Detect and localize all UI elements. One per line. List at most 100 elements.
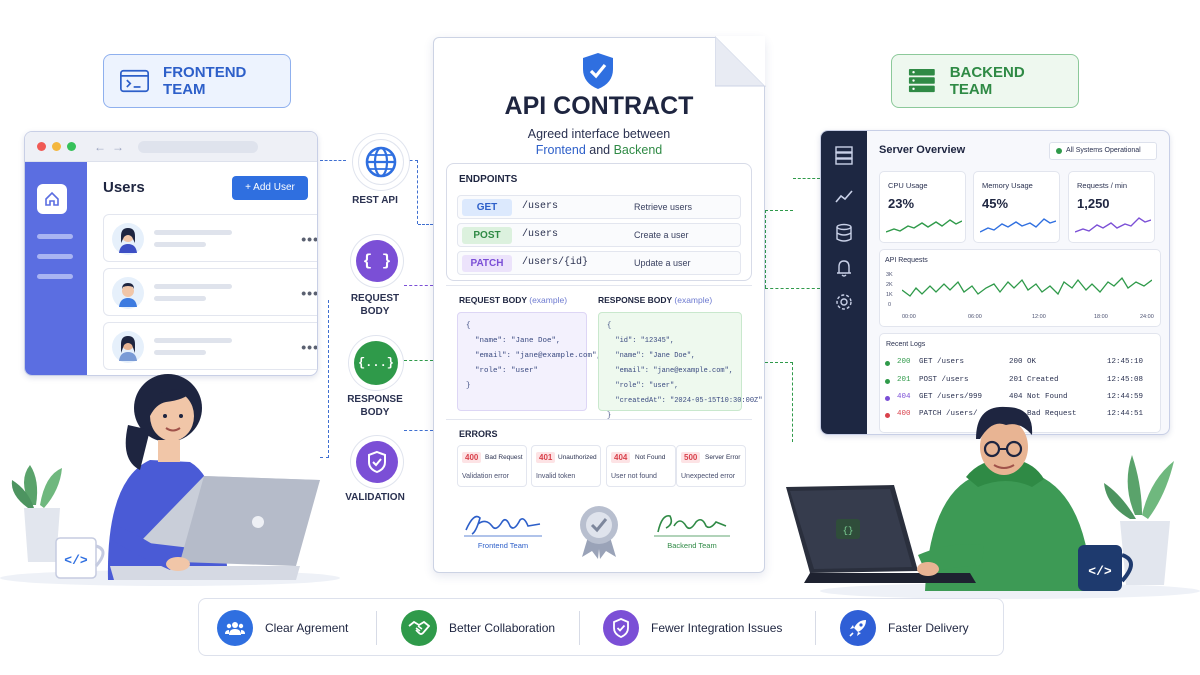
log-row[interactable]: 400 PATCH /users/ 400 Bad Request 12:44:… — [885, 410, 1165, 424]
benefit-item: Fewer Integration Issues — [603, 599, 782, 657]
text-placeholder — [154, 242, 206, 247]
rest-api-node — [358, 139, 404, 185]
back-arrow-icon[interactable]: ← — [94, 139, 106, 154]
text-placeholder — [154, 350, 206, 355]
log-code: 400 — [897, 410, 911, 418]
browser-titlebar: ← → — [25, 132, 317, 162]
response-body-code: { "id": "12345", "name": "Jane Doe", "em… — [598, 312, 762, 420]
sidebar-item[interactable] — [37, 274, 73, 279]
frontend-word: Frontend — [535, 143, 586, 157]
benefit-label: Clear Agrement — [265, 621, 349, 635]
log-row[interactable]: 200 GET /users 200 OK 12:45:10 — [885, 358, 1165, 372]
list-item[interactable]: ••• — [103, 214, 318, 262]
list-item[interactable]: ••• — [103, 268, 318, 316]
database-icon[interactable] — [834, 223, 854, 243]
home-button[interactable] — [37, 184, 67, 214]
x-tick: 24:00 — [1140, 314, 1154, 320]
backend-team-label: BACKEND TEAM — [949, 64, 1025, 98]
maximize-dot[interactable] — [67, 142, 76, 151]
more-options-icon[interactable]: ••• — [301, 285, 318, 301]
list-item[interactable]: ••• — [103, 322, 318, 370]
validation-node — [356, 441, 398, 483]
request-body-node: { } — [356, 240, 398, 282]
log-request: POST /users — [919, 376, 969, 384]
sidebar-item[interactable] — [37, 234, 73, 239]
analytics-icon[interactable] — [834, 187, 854, 207]
rocket-icon — [840, 610, 876, 646]
close-dot[interactable] — [37, 142, 46, 151]
request-body-title: REQUEST BODY (example) — [459, 295, 568, 305]
metric-card: Memory Usage 45% — [973, 171, 1060, 243]
log-time: 12:45:08 — [1107, 376, 1144, 384]
x-tick: 06:00 — [968, 314, 982, 320]
error-card: 500 Server Error Unexpected error — [676, 445, 746, 487]
endpoint-description: Create a user — [634, 230, 689, 240]
error-card: 400 Bad Request Validation error — [457, 445, 527, 487]
endpoint-path: /users — [522, 229, 559, 240]
page-title: Users — [103, 179, 145, 196]
frontend-signature-label: Frontend Team — [477, 541, 529, 550]
connector-line — [404, 285, 433, 286]
endpoint-row[interactable]: PATCH /users/{id} Update a user — [457, 251, 741, 275]
shield-check-icon — [368, 450, 386, 474]
endpoint-row[interactable]: GET /users Retrieve users — [457, 195, 741, 219]
log-time: 12:45:10 — [1107, 358, 1144, 366]
log-row[interactable]: 404 GET /users/999 404 Not Found 12:44:5… — [885, 393, 1165, 407]
benefit-label: Faster Delivery — [888, 621, 969, 635]
error-description: User not found — [611, 473, 657, 480]
error-description: Unexpected error — [681, 473, 736, 480]
sidebar-item[interactable] — [37, 254, 73, 259]
error-code: 404 — [611, 452, 631, 463]
api-requests-line — [902, 276, 1152, 297]
contract-subtitle-line-2: Frontend and Backend — [433, 143, 765, 157]
error-name: Unauthorized — [558, 454, 597, 461]
frontend-developer-illustration: </> — [0, 374, 340, 586]
log-row[interactable]: 201 POST /users 201 Created 12:45:08 — [885, 376, 1165, 390]
dashboard-title: Server Overview — [879, 144, 966, 156]
status-dot — [1056, 148, 1062, 154]
connector-line — [765, 362, 793, 442]
method-badge: GET — [462, 199, 512, 216]
text-placeholder — [154, 338, 232, 343]
error-description: Invalid token — [536, 473, 576, 480]
contract-title: API CONTRACT — [504, 92, 694, 120]
backend-dashboard-window: Server Overview All Systems Operational … — [820, 130, 1170, 435]
gear-icon[interactable] — [834, 292, 854, 312]
add-user-button[interactable]: + Add User — [232, 176, 308, 200]
error-code: 500 — [681, 452, 701, 463]
text-placeholder — [154, 296, 206, 301]
x-tick: 00:00 — [902, 314, 916, 320]
address-bar[interactable] — [138, 140, 258, 153]
handshake-icon — [401, 610, 437, 646]
log-request: GET /users — [919, 358, 965, 366]
y-tick: 1K — [886, 292, 893, 298]
connector-line — [765, 288, 820, 289]
endpoint-row[interactable]: POST /users Create a user — [457, 223, 741, 247]
metric-card: Requests / min 1,250 — [1068, 171, 1155, 243]
dashboard-sidebar — [821, 131, 867, 434]
method-badge: PATCH — [462, 255, 512, 272]
metric-card: CPU Usage 23% — [879, 171, 966, 243]
response-body-title: RESPONSE BODY (example) — [598, 295, 713, 305]
bell-icon[interactable] — [834, 258, 854, 278]
more-options-icon[interactable]: ••• — [301, 339, 318, 355]
shield-check-icon — [603, 610, 639, 646]
server-icon[interactable] — [834, 145, 854, 165]
request-body-code: { "name": "Jane Doe", "email": "jane@exa… — [457, 312, 601, 411]
log-status-dot — [885, 413, 890, 418]
frontend-team-label: FRONTEND TEAM — [163, 64, 247, 98]
benefit-item: Faster Delivery — [840, 599, 969, 657]
braces-ellipsis-icon: {...} — [357, 356, 394, 370]
approval-seal-icon — [580, 506, 618, 559]
more-options-icon[interactable]: ••• — [301, 231, 318, 247]
connector-line — [404, 160, 418, 224]
mug-label: </> — [64, 553, 88, 568]
people-icon — [217, 610, 253, 646]
forward-arrow-icon[interactable]: → — [112, 139, 124, 154]
globe-icon — [365, 146, 397, 178]
connector-line — [320, 300, 329, 458]
minimize-dot[interactable] — [52, 142, 61, 151]
benefit-item: Better Collaboration — [401, 599, 555, 657]
x-tick: 12:00 — [1032, 314, 1046, 320]
error-name: Bad Request — [485, 454, 523, 461]
